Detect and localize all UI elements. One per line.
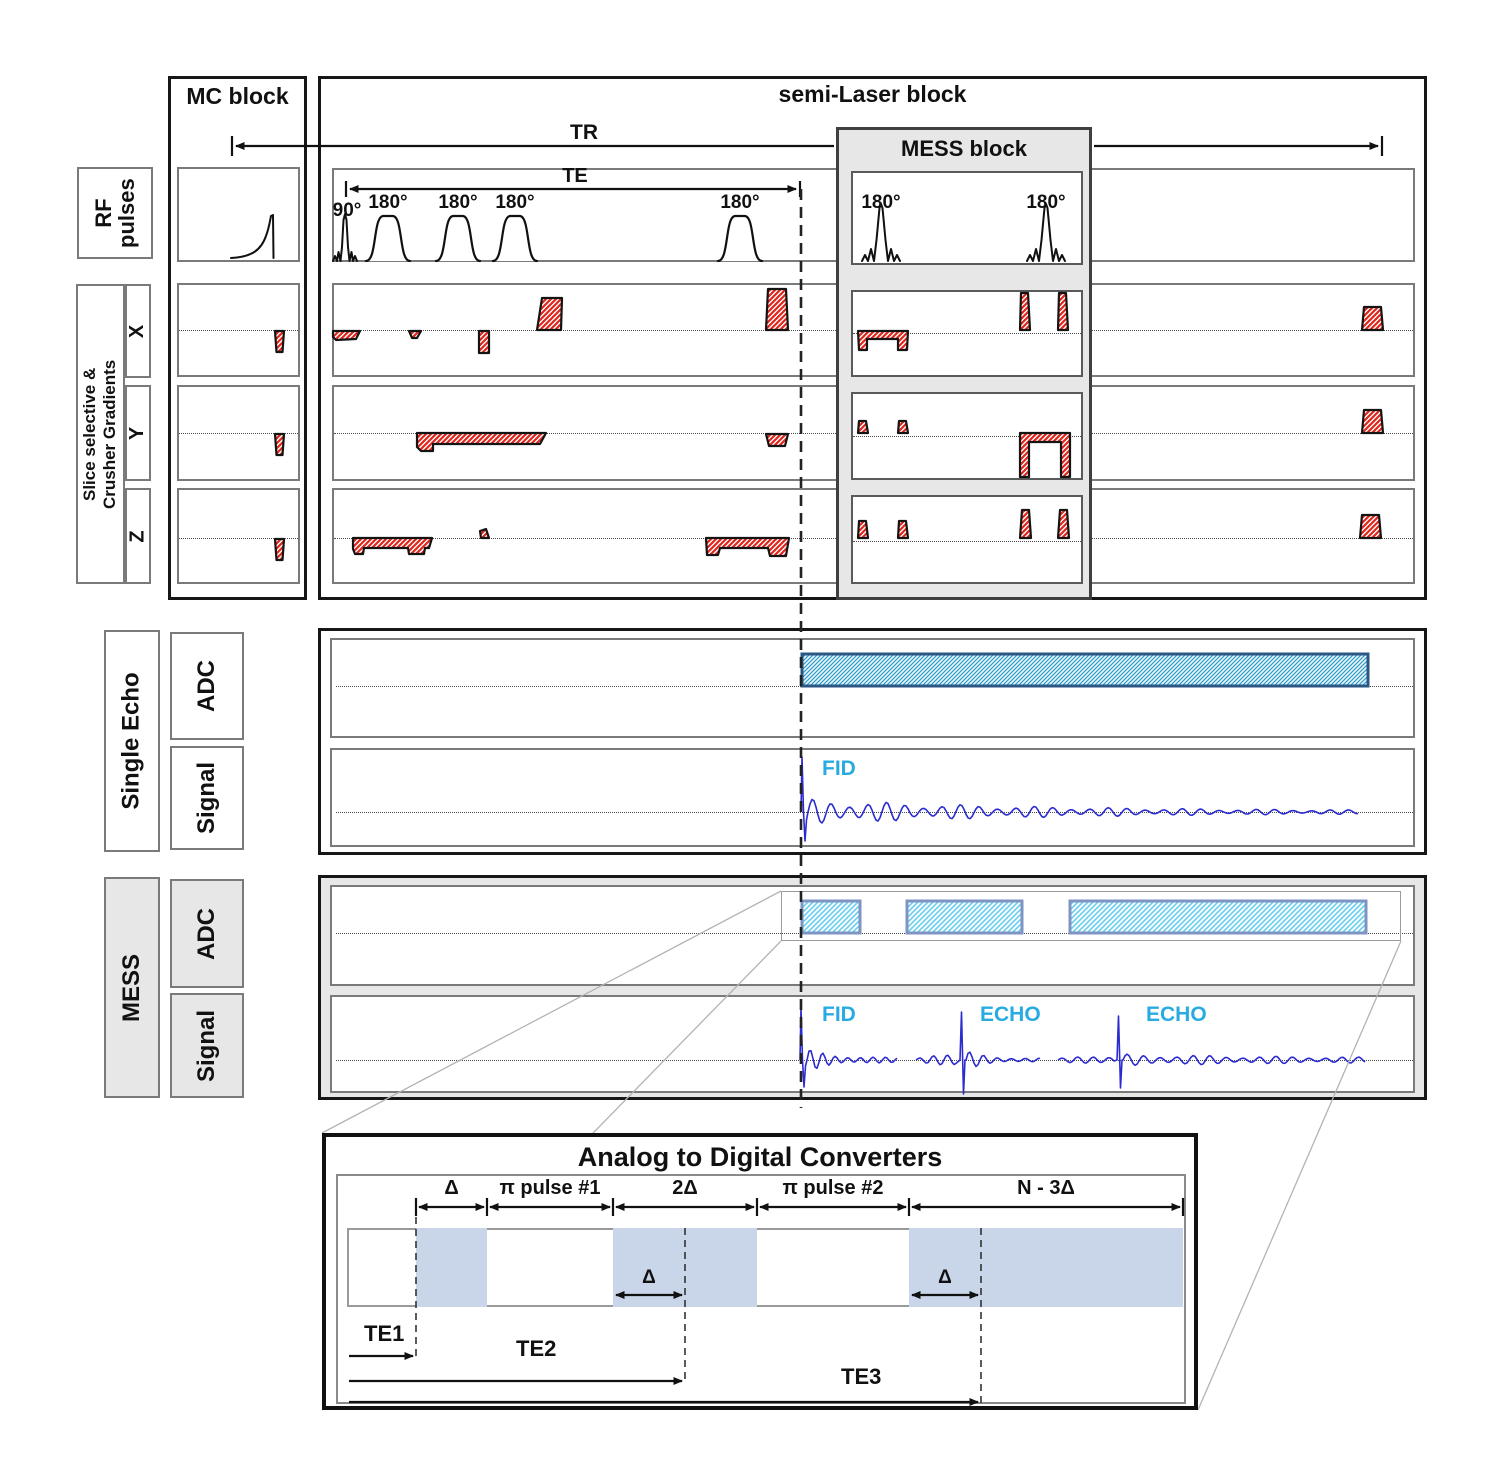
single-echo-adc-label-box: ADC (170, 632, 244, 740)
mess-section-label: MESS (118, 953, 146, 1022)
mess-adc-label-box: ADC (170, 879, 244, 988)
rf-180-label-2: 180° (438, 192, 478, 213)
axis-x-label: X (126, 324, 149, 338)
rf-row-label-box: RF pulses (77, 167, 153, 259)
segment-label-pi-pulse-1: π pulse #1 (499, 1177, 601, 1199)
mess-section-label-box: MESS (104, 877, 160, 1098)
adc-detail-box: Analog to Digital Converters Δ π pulse #… (322, 1133, 1198, 1410)
mess-signal-label: Signal (193, 1009, 221, 1082)
axis-y-label-box: Y (125, 385, 151, 481)
mess-180-label-1: 180° (861, 192, 901, 213)
mess-180-label-2: 180° (1026, 192, 1066, 213)
gz-box-left (332, 488, 840, 584)
mess-gz-box (851, 495, 1083, 584)
rf-180-label-4: 180° (720, 192, 760, 213)
te1-label: TE1 (364, 1321, 405, 1346)
mess-fid-label: FID (822, 1003, 856, 1026)
single-echo-adc-row (330, 638, 1415, 738)
adc-zoom-source-box (781, 891, 1401, 941)
axis-z-label-box: Z (125, 488, 151, 584)
adc-sample-region-1 (416, 1228, 487, 1307)
mess-signal-row (330, 995, 1415, 1093)
te3-label: TE3 (841, 1364, 882, 1389)
segment-label-n-minus-3delta: N - 3Δ (1017, 1177, 1075, 1199)
single-echo-label: Single Echo (118, 672, 146, 810)
segment-label-delta: Δ (444, 1177, 459, 1199)
single-echo-signal-label: Signal (193, 761, 221, 835)
single-echo-adc-label: ADC (193, 660, 220, 712)
segment-label-2delta: 2Δ (672, 1177, 698, 1199)
te2-label: TE2 (516, 1336, 557, 1361)
gradients-label-line1: Slice selective & (80, 367, 100, 501)
mess-signal-label-box: Signal (170, 993, 244, 1098)
mc-rf-box (177, 167, 300, 262)
axis-z-label: Z (126, 529, 149, 543)
tr-label: TR (570, 121, 598, 144)
adc-detail-title: Analog to Digital Converters (577, 1142, 943, 1172)
axis-x-label-box: X (125, 284, 151, 378)
single-echo-fid-label: FID (822, 757, 856, 780)
semi-laser-block-title: semi-Laser block (778, 81, 967, 107)
rf-label-line2: pulses (113, 178, 139, 248)
mess-echo2-label: ECHO (1146, 1003, 1207, 1026)
gradients-label-line2: Crusher Gradients (100, 359, 120, 509)
mc-block-title: MC block (186, 83, 289, 109)
axis-y-label: Y (126, 426, 149, 440)
single-echo-signal-row (330, 748, 1415, 847)
gz-box-right (1090, 488, 1415, 584)
rf-label-line1: RF (90, 198, 116, 228)
rf-180-label-1: 180° (368, 192, 408, 213)
mess-echo1-label: ECHO (980, 1003, 1041, 1026)
inner-delta-label-1: Δ (642, 1267, 656, 1288)
segment-label-pi-pulse-2: π pulse #2 (782, 1177, 884, 1199)
semi-rf-box-right (1090, 168, 1415, 262)
gradients-group-label-box: Slice selective & Crusher Gradients (76, 284, 125, 584)
single-echo-signal-label-box: Signal (170, 746, 244, 850)
mess-rf-box (851, 171, 1083, 265)
inner-delta-label-2: Δ (938, 1267, 952, 1288)
single-echo-label-box: Single Echo (104, 630, 160, 852)
rf-180-label-3: 180° (495, 192, 535, 213)
mess-adc-label: ADC (193, 907, 220, 960)
mc-gz-box (177, 488, 300, 584)
mess-block-title: MESS block (901, 136, 1027, 161)
te-label: TE (562, 165, 588, 187)
